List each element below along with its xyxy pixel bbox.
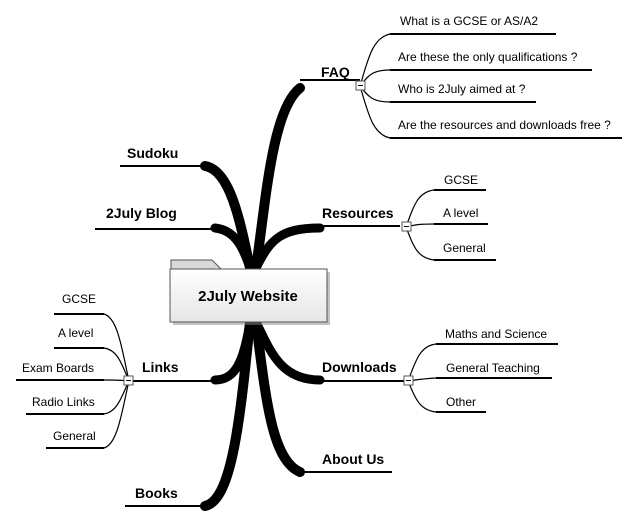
- resources-item[interactable]: General: [443, 241, 486, 255]
- resources-item[interactable]: A level: [443, 206, 478, 220]
- topic-about-us[interactable]: About Us: [322, 451, 384, 467]
- links-item[interactable]: Radio Links: [32, 395, 95, 409]
- links-item[interactable]: Exam Boards: [22, 361, 94, 375]
- links-item[interactable]: A level: [58, 326, 93, 340]
- collapse-toggle-downloads[interactable]: [403, 375, 414, 386]
- topic-books[interactable]: Books: [135, 485, 178, 501]
- sub-branches: [103, 33, 437, 449]
- collapse-toggle-resources[interactable]: [401, 221, 412, 232]
- faq-item[interactable]: Are these the only qualifications ?: [398, 50, 578, 64]
- topic-resources[interactable]: Resources: [322, 205, 394, 221]
- branch-books: [200, 317, 255, 511]
- branch-about: [251, 317, 305, 477]
- main-underlines: [95, 79, 408, 507]
- collapse-toggle-links[interactable]: [123, 375, 134, 386]
- branch-blog: [210, 223, 255, 273]
- central-topic[interactable]: 2July Website: [169, 259, 330, 325]
- central-topic-title: 2July Website: [198, 288, 298, 305]
- topic-links[interactable]: Links: [142, 359, 179, 375]
- branch-resources: [251, 223, 325, 273]
- sub-underlines: [16, 33, 622, 449]
- links-item[interactable]: General: [53, 429, 96, 443]
- topic-sudoku[interactable]: Sudoku: [127, 145, 178, 161]
- branch-faq: [251, 83, 305, 273]
- faq-item[interactable]: Who is 2July aimed at ?: [398, 82, 526, 96]
- topic-downloads[interactable]: Downloads: [322, 359, 397, 375]
- faq-item[interactable]: What is a GCSE or AS/A2: [400, 14, 538, 28]
- collapse-toggle-faq[interactable]: [355, 80, 366, 91]
- links-item[interactable]: GCSE: [62, 292, 96, 306]
- downloads-item[interactable]: Maths and Science: [445, 327, 547, 341]
- topic-faq[interactable]: FAQ: [321, 64, 350, 80]
- faq-item[interactable]: Are the resources and downloads free ?: [398, 118, 611, 132]
- downloads-item[interactable]: General Teaching: [446, 361, 540, 375]
- downloads-item[interactable]: Other: [446, 395, 476, 409]
- topic-2july-blog[interactable]: 2July Blog: [106, 205, 177, 221]
- main-branches: [200, 83, 325, 511]
- resources-item[interactable]: GCSE: [444, 173, 478, 187]
